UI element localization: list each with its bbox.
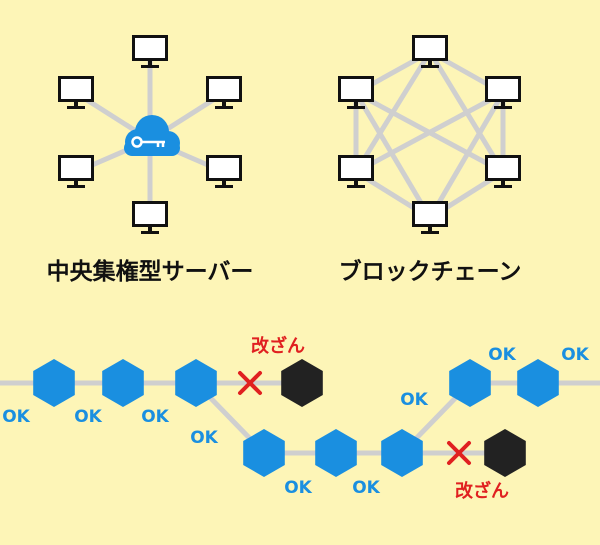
block — [517, 359, 559, 407]
ok-label: OK — [352, 478, 380, 498]
monitor-icon — [132, 201, 168, 234]
ok-label: OK — [284, 478, 312, 498]
ok-label: OK — [190, 428, 218, 448]
monitor-icon — [132, 35, 168, 68]
block — [175, 359, 217, 407]
monitor-icon — [338, 76, 374, 109]
block-chain: OK OK OK OK OK OK OK OK OK 改ざん 改ざん — [0, 335, 600, 502]
block — [243, 429, 285, 477]
central-network: 中央集権型サーバー — [47, 35, 254, 285]
ok-label: OK — [2, 407, 30, 427]
tampered-block — [281, 359, 323, 407]
block — [102, 359, 144, 407]
ok-label: OK — [74, 407, 102, 427]
blockchain-label: ブロックチェーン — [339, 258, 522, 285]
block — [33, 359, 75, 407]
ok-label: OK — [561, 345, 589, 365]
link — [427, 91, 506, 220]
monitor-icon — [412, 201, 448, 234]
monitor-icon — [338, 155, 374, 188]
monitor-icon — [485, 76, 521, 109]
tampered-label: 改ざん — [251, 335, 305, 357]
ok-label: OK — [400, 390, 428, 410]
ok-label: OK — [141, 407, 169, 427]
monitor-icon — [58, 155, 94, 188]
link — [353, 91, 433, 220]
block — [449, 359, 491, 407]
cross-icon — [238, 371, 262, 395]
central-server-label: 中央集権型サーバー — [47, 258, 254, 285]
ok-label: OK — [488, 345, 516, 365]
cross-icon — [447, 441, 471, 465]
cloud-key-icon — [124, 115, 180, 156]
monitor-icon — [485, 155, 521, 188]
monitor-icon — [412, 35, 448, 68]
mesh-links — [353, 49, 506, 221]
monitor-icon — [58, 76, 94, 109]
monitor-icon — [206, 155, 242, 188]
tampered-block — [484, 429, 526, 477]
blockchain-network: ブロックチェーン — [338, 35, 521, 285]
block — [315, 429, 357, 477]
tampered-label: 改ざん — [455, 480, 509, 502]
link — [354, 90, 505, 175]
block — [381, 429, 423, 477]
blocks — [33, 359, 559, 477]
monitor-icon — [206, 76, 242, 109]
